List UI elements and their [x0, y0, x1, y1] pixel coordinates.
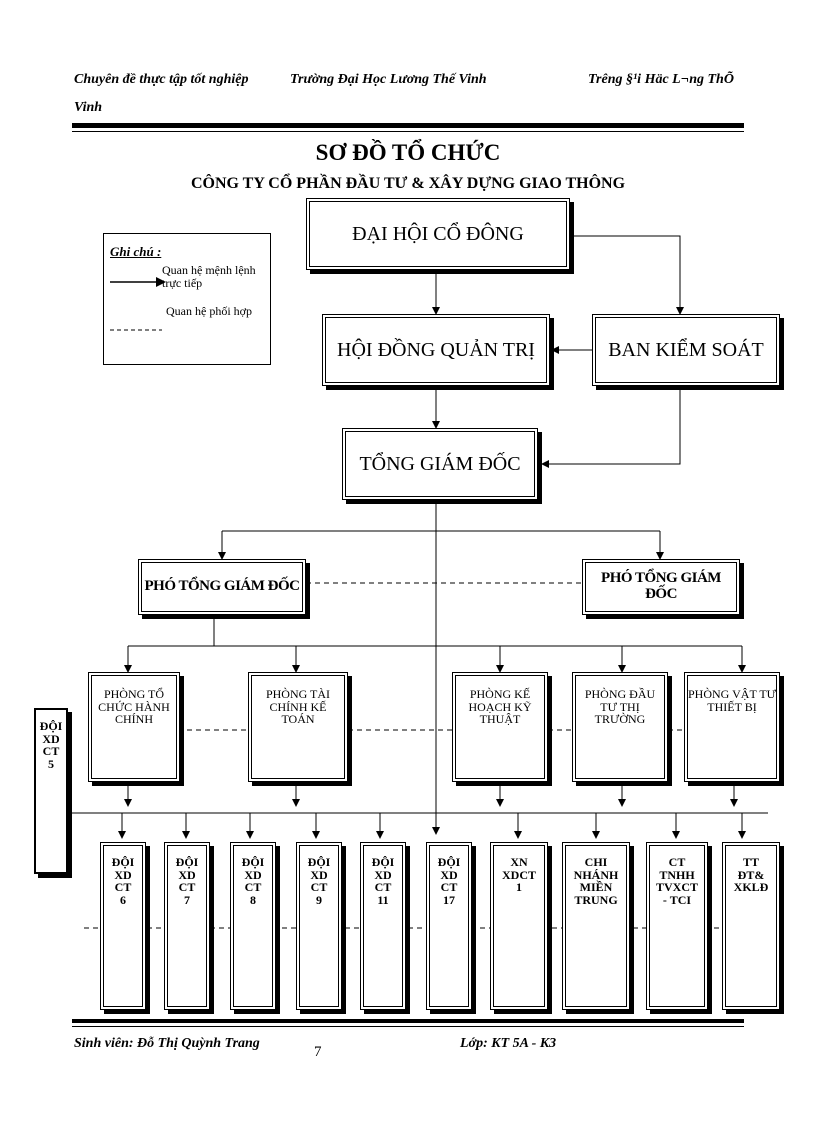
unit-chi-nhanh-mien-trung: CHI NHÁNH MIỀN TRUNG	[562, 842, 630, 1010]
legend-title: Ghi chú :	[110, 244, 162, 259]
unit-doi-xd-ct-6: ĐỘI XD CT 6	[100, 842, 146, 1010]
dept-dau-tu-thi-truong: PHÒNG ĐẦU TƯ THỊ TRƯỜNG	[572, 672, 668, 782]
header-left-cont: Vinh	[74, 100, 103, 115]
footer-rule-thin	[72, 1026, 744, 1027]
header-right: Trêng §¹i Häc L¬ng ThÕ	[588, 72, 734, 87]
dept-to-chuc-hanh-chinh: PHÒNG TỔ CHỨC HÀNH CHÍNH	[88, 672, 180, 782]
header-rule-thin	[72, 131, 744, 132]
footer-class: Lớp: KT 5A - K3	[460, 1036, 557, 1051]
footer-rule-thick	[72, 1019, 744, 1023]
unit-ct-tnhh-tvxct-tci: CT TNHH TVXCT - TCI	[646, 842, 708, 1010]
header-left: Chuyên đề thực tập tốt nghiệp	[74, 72, 249, 87]
legend-solid-label: Quan hệ mệnh lệnh trực tiếp	[162, 263, 256, 291]
dept-ke-hoach-ky-thuat: PHÒNG KẾ HOẠCH KỸ THUẬT	[452, 672, 548, 782]
chart-subtitle: CÔNG TY CỔ PHẦN ĐẦU TƯ & XÂY DỰNG GIAO T…	[190, 175, 626, 192]
unit-xn-xdct-1: XN XDCT 1	[490, 842, 548, 1010]
header-rule-thick	[72, 123, 744, 128]
unit-tt-dt-xkld: TT ĐT& XKLĐ	[722, 842, 780, 1010]
legend-solid-arrow-icon	[110, 277, 166, 287]
footer-page-number: 7	[314, 1044, 322, 1060]
unit-doi-xd-ct-8: ĐỘI XD CT 8	[230, 842, 276, 1010]
node-dai-hoi-co-dong: ĐẠI HỘI CỔ ĐÔNG	[306, 198, 570, 270]
legend-box: Ghi chú : Quan hệ mệnh lệnh trực tiếp Qu…	[103, 233, 271, 365]
node-tong-giam-doc: TỔNG GIÁM ĐỐC	[342, 428, 538, 500]
unit-doi-xd-ct-5: ĐỘI XD CT 5	[34, 708, 68, 874]
unit-doi-xd-ct-7: ĐỘI XD CT 7	[164, 842, 210, 1010]
dept-tai-chinh-ke-toan: PHÒNG TÀI CHÍNH KẾ TOÁN	[248, 672, 348, 782]
node-ban-kiem-soat: BAN KIỂM SOÁT	[592, 314, 780, 386]
node-pho-tong-giam-doc-right: PHÓ TỔNG GIÁM ĐỐC	[582, 559, 740, 615]
dept-vat-tu-thiet-bi: PHÒNG VẬT TƯ THIẾT BỊ	[684, 672, 780, 782]
node-hoi-dong-quan-tri: HỘI ĐỒNG QUẢN TRỊ	[322, 314, 550, 386]
node-pho-tong-giam-doc-left: PHÓ TỔNG GIÁM ĐỐC	[138, 559, 306, 615]
legend-dashed-line-icon	[110, 329, 162, 331]
unit-doi-xd-ct-9: ĐỘI XD CT 9	[296, 842, 342, 1010]
unit-doi-xd-ct-11: ĐỘI XD CT 11	[360, 842, 406, 1010]
footer-student: Sinh viên: Đỗ Thị Quỳnh Trang	[74, 1036, 260, 1051]
chart-title: SƠ ĐỒ TỔ CHỨC	[315, 140, 501, 165]
header-center: Trường Đại Học Lương Thế Vinh	[290, 72, 487, 87]
unit-doi-xd-ct-17: ĐỘI XD CT 17	[426, 842, 472, 1010]
legend-dashed-label: Quan hệ phối hợp	[166, 304, 252, 318]
